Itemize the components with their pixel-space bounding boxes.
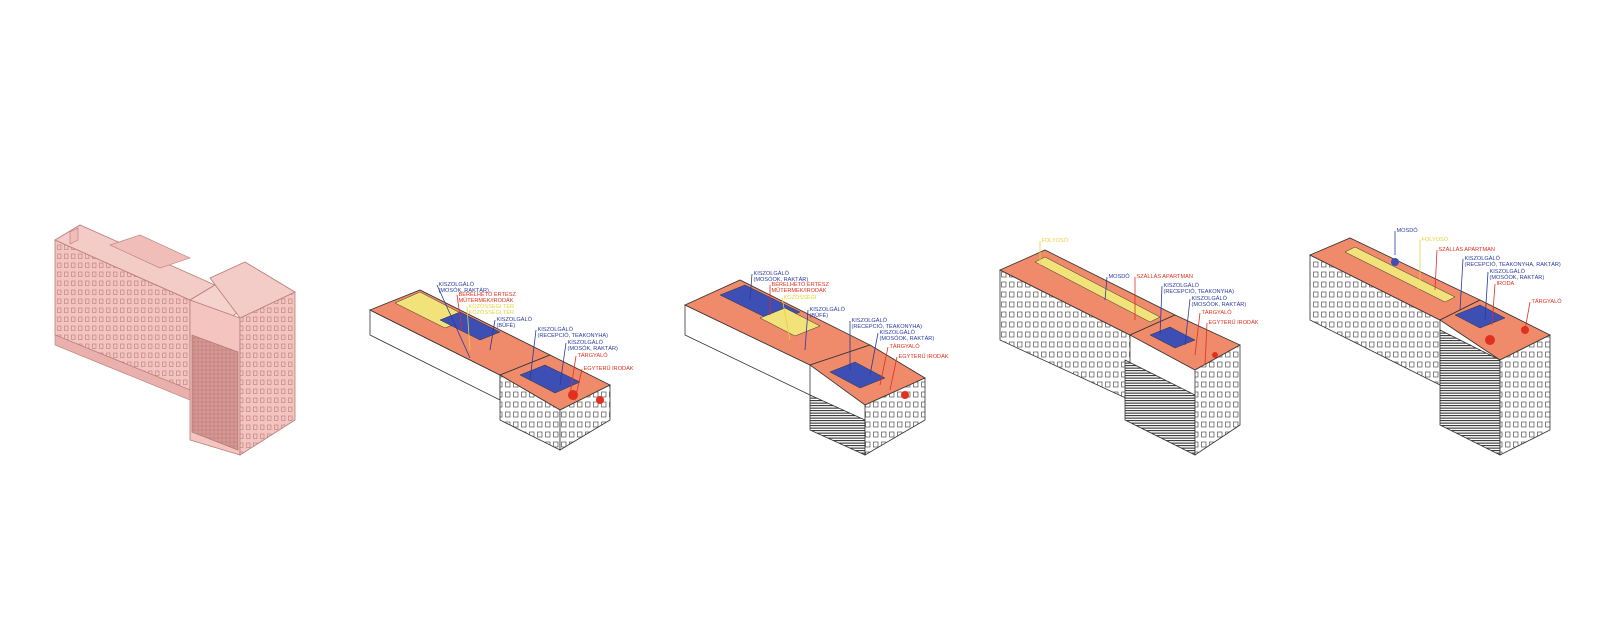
room-label: MOSDÓ: [1397, 227, 1419, 234]
room-label: (MOSÓK, RAKTÁR): [439, 287, 489, 294]
leader-line: [436, 284, 471, 359]
room-label: (RECEPCIÓ, TEAKONYHA): [852, 323, 923, 330]
leader-line: [1104, 276, 1108, 301]
room-label: (RECEPCIÓ, TEAKONYHA): [538, 332, 609, 339]
leader-line: [781, 297, 791, 341]
floor-plan-model-3: [999, 249, 1241, 456]
room-label: KÖZÖSSÉGI TÉR: [469, 309, 515, 316]
leader-line: [1204, 322, 1208, 366]
leader-line: [1159, 285, 1163, 336]
room-label: FOLYOSÓ: [1422, 236, 1449, 243]
room-label: KISZOLGÁLÓ: [1465, 255, 1501, 262]
room-label: (BÜFÉ): [810, 312, 829, 319]
leader-line: [559, 342, 567, 386]
leader-line: [1491, 283, 1496, 326]
room-label: KISZOLGÁLÓ: [1490, 268, 1526, 275]
room-label: KISZOLGÁLÓ: [439, 281, 475, 288]
room-label: TÁRGYALÓ: [890, 343, 921, 350]
room-label: KISZOLGÁLÓ: [810, 306, 846, 313]
room-label: (MOSÓOK, RAKTÁR): [880, 335, 935, 342]
room-label: (MOSÓOK, RAKTÁR): [754, 276, 809, 283]
room-labels: KISZOLGÁLÓ(MOSÓK, RAKTÁR)BÉRELHETŐ ÉRTÉS…: [436, 227, 1563, 401]
room-label: KISZOLGÁLÓ: [497, 316, 533, 323]
leader-line: [1434, 249, 1438, 291]
leader-line: [749, 273, 753, 301]
leader-line: [529, 329, 537, 381]
room-label: BÉRELHETŐ ÉRTÉSZ: [772, 281, 830, 288]
room-label: (BÜFÉ): [497, 322, 516, 329]
leader-line: [1194, 312, 1201, 356]
room-label: KISZOLGÁLÓ: [1164, 282, 1200, 289]
room-label: MŰTERMEK/IRODÁK: [459, 297, 514, 304]
leader-line: [1524, 301, 1531, 331]
room-label: EGYTERŰ IRODÁK: [899, 353, 949, 360]
room-label: KISZOLGÁLÓ: [568, 339, 604, 346]
room-label: KISZOLGÁLÓ: [538, 326, 574, 333]
leader-line: [456, 294, 463, 331]
room-label: MŰTERMEK/IRODÁK: [772, 287, 827, 294]
room-label: KISZOLGÁLÓ: [852, 317, 888, 324]
leader-line: [574, 368, 583, 401]
floor-plan-model-4: [1309, 237, 1551, 456]
room-label: KISZOLGÁLÓ: [1192, 295, 1228, 302]
room-label: TÁRGYALÓ: [578, 352, 609, 359]
room-label: TÁRGYALÓ: [1532, 298, 1563, 305]
leader-line: [804, 309, 809, 351]
room-label: MOSDÓ: [1109, 273, 1131, 280]
leader-line: [489, 319, 496, 351]
room-label: (MOSÓOK, RAKTÁR): [1192, 301, 1247, 308]
leader-line: [889, 356, 898, 391]
leader-line: [1184, 298, 1191, 346]
leader-line: [569, 355, 577, 396]
room-label: KISZOLGÁLÓ: [754, 270, 790, 277]
room-label: EGYTERŰ IRODÁK: [1209, 319, 1259, 326]
floor-plan-model-2: [684, 279, 926, 456]
room-label: (RECEPCIÓ, TEAKONYHA, RAKTÁR): [1465, 261, 1561, 268]
building-model-pink: [54, 224, 296, 456]
room-label: KÖZÖSSÉGI TÉR: [469, 303, 515, 310]
room-label: KISZOLGÁLÓ: [880, 329, 916, 336]
leader-line: [1459, 258, 1464, 311]
leader-line: [879, 346, 889, 386]
floor-plan-model-1: [369, 289, 611, 451]
room-label: EGYTERŰ IRODÁK: [584, 365, 634, 372]
room-label: BÉRELHETŐ ÉRTÉSZ: [459, 291, 517, 298]
leader-line: [869, 332, 879, 376]
room-label: (MOSÓOK, RAKTÁR): [1490, 274, 1545, 281]
room-label: (RECEPCIÓ, TEAKONYHA): [1164, 288, 1235, 295]
leader-line: [466, 306, 471, 351]
room-label: FOLYOSÓ: [1042, 237, 1069, 244]
room-label: IRODA: [1497, 281, 1515, 287]
room-label: TÁRGYALÓ: [1202, 309, 1233, 316]
room-label: SZÁLLÁS APARTMAN: [1137, 273, 1193, 280]
room-label: (MOSÓK, RAKTÁR): [568, 345, 618, 352]
room-label: KÖZÖSSÉGI: [784, 294, 817, 301]
leader-line: [1484, 271, 1489, 321]
room-label: SZÁLLÁS APARTMAN: [1439, 246, 1495, 253]
